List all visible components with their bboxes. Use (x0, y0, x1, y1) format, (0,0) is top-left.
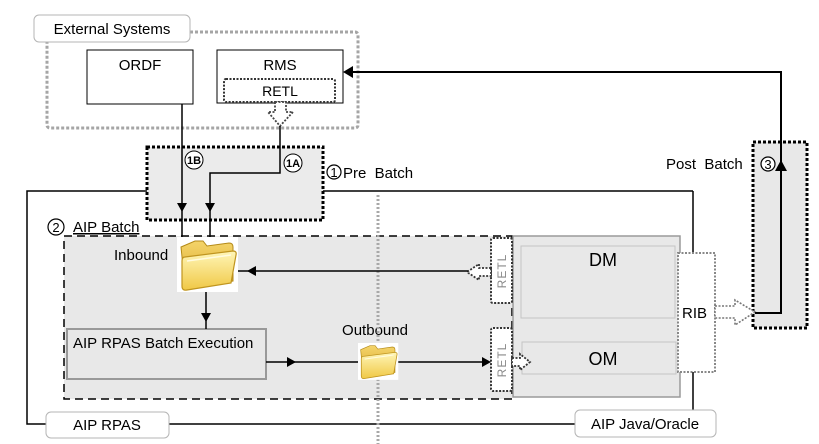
rms-retl-label: RETL (262, 83, 298, 99)
post-batch-step-number: 3 (764, 157, 771, 172)
dm-label: DM (589, 250, 617, 270)
aip-rpas-boundary (26, 190, 693, 425)
outbound-folder-icon (357, 342, 399, 381)
arrow-left-icon (343, 66, 353, 78)
dm-box (520, 245, 676, 319)
post-batch-step-marker (760, 156, 776, 172)
aip-batch-step-marker (47, 218, 65, 236)
retl-bottom-label: RETL (495, 343, 509, 378)
retl-to-om-arrow-icon (511, 352, 532, 372)
flow-1b-label: 1B (187, 155, 201, 167)
ordf-label: ORDF (119, 57, 162, 74)
pre-batch-step-marker (326, 164, 342, 180)
external-systems-label: External Systems (54, 21, 171, 38)
arrow-right-icon (482, 357, 491, 367)
flow-1b-marker (184, 150, 204, 170)
arrow-right-icon (287, 357, 296, 367)
ordf-box (86, 49, 194, 105)
flow-1a-marker (283, 153, 303, 173)
pre-batch-step-number: 1 (330, 165, 337, 180)
outbound-label: Outbound (342, 322, 408, 339)
execution-label: AIP RPAS Batch Execution (73, 335, 253, 352)
execution-box (66, 328, 267, 380)
om-label: OM (589, 349, 618, 369)
aip-java-label: AIP Java/Oracle (591, 416, 699, 433)
arrow-up-icon (775, 160, 787, 171)
aip-rpas-label-box (45, 411, 170, 439)
external-systems-group (45, 30, 360, 130)
post-batch-to-rms-line (346, 71, 782, 314)
inbound-folder-icon (176, 236, 239, 293)
rib-to-post-batch-arrow-icon (714, 298, 757, 327)
post-batch-label: Post Batch (666, 156, 743, 173)
aip-rpas-label: AIP RPAS (73, 417, 141, 434)
external-systems-label-box (33, 14, 191, 43)
pre-batch-label: Pre Batch (343, 165, 413, 182)
flow-1a-label: 1A (286, 158, 300, 170)
arrow-down-icon (205, 203, 215, 212)
aip-java-label-box (574, 409, 717, 438)
rib-label: RIB (682, 305, 707, 322)
inbound-label: Inbound (114, 247, 168, 264)
retl-export-arrow-icon (266, 101, 296, 128)
arrow-down-icon (177, 203, 187, 212)
om-box (521, 341, 677, 375)
arrow-down-icon (201, 313, 211, 322)
retl-to-inbound-arrow-icon (465, 262, 492, 282)
aip-batch-label: AIP Batch (73, 219, 139, 236)
aip-batch-step-number: 2 (52, 220, 59, 235)
retl-top-label: RETL (495, 254, 509, 289)
rms-label: RMS (263, 57, 296, 74)
arrow-left-icon (247, 266, 256, 276)
rms-retl-box (223, 78, 336, 103)
